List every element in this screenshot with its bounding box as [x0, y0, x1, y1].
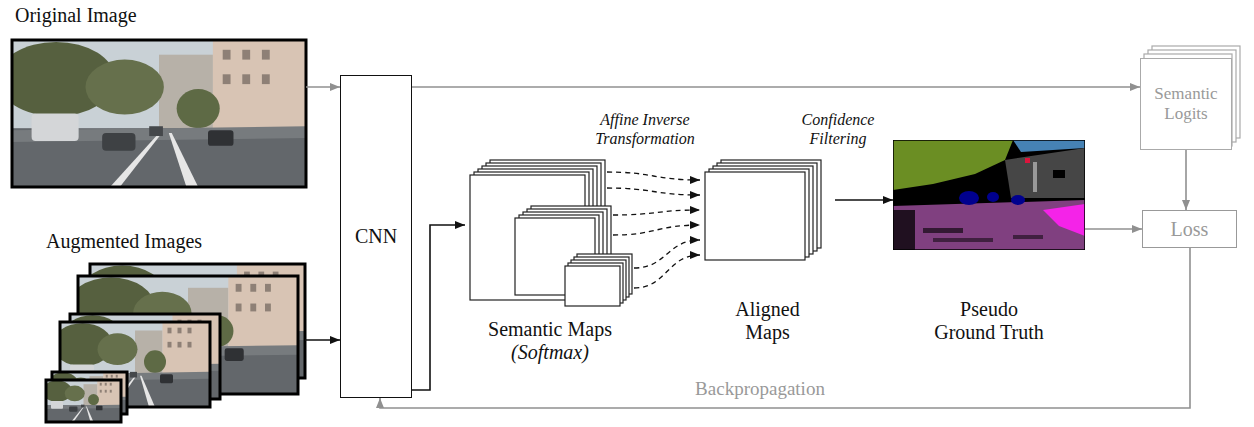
segmentation-map: [893, 140, 1085, 250]
illustration-part: [893, 140, 1013, 190]
connector-line: [835, 199, 893, 201]
illustration-part: [893, 140, 1085, 250]
illustration-part: [1053, 170, 1065, 178]
illustration-part: [565, 266, 620, 306]
connector-line: [1085, 228, 1142, 230]
aligned-map-stack: [705, 160, 821, 260]
connector-line: [607, 188, 700, 195]
connector: [412, 225, 465, 390]
image-stack: Augmented Images: [46, 262, 305, 422]
image-heading: Original Image: [15, 4, 137, 27]
node-label: CNN: [355, 225, 397, 248]
node-label: (Softmax): [511, 341, 589, 364]
illustration-part: [1005, 148, 1085, 198]
network-box: CNN: [340, 75, 412, 398]
edge-label: Backpropagation: [693, 378, 827, 401]
connector-line: [607, 172, 700, 180]
node-label: Aligned Maps: [723, 298, 813, 344]
connector: [306, 87, 340, 88]
connector: [835, 200, 893, 201]
node-label: Loss: [1171, 218, 1209, 241]
illustration-part: [46, 380, 121, 422]
map-stack: Aligned Maps: [700, 155, 835, 350]
connector-line: [306, 86, 340, 88]
illustration-part: [1033, 162, 1037, 192]
illustration-part: [933, 238, 993, 242]
loss-box: Loss: [1142, 210, 1237, 248]
illustration-part: [923, 228, 963, 233]
connector: [1085, 229, 1142, 230]
illustration-part: [893, 140, 1085, 250]
node-label: Pseudo Ground Truth: [931, 298, 1047, 344]
connector-line: [380, 248, 1190, 408]
illustration-part: [893, 210, 915, 250]
connector-line: [634, 255, 700, 288]
illustration-part: [1013, 235, 1043, 239]
connector-line: [412, 86, 1140, 88]
illustration-part: [1043, 204, 1085, 236]
illustration-part: [12, 40, 306, 187]
edge-label: Confidence Filtering: [789, 110, 888, 148]
connector: [1186, 150, 1187, 210]
connector-line: [305, 339, 340, 341]
illustration-part: [893, 200, 1085, 250]
connector-line: [613, 225, 700, 235]
connector-line: [412, 225, 465, 390]
illustration-part: [1025, 158, 1030, 163]
connector-line: [634, 240, 700, 268]
illustration-part: [987, 192, 999, 202]
illustration-part: [42, 380, 121, 422]
augmented-photos: [42, 264, 305, 422]
semantic-map-stacks: [470, 160, 632, 306]
original-photo: [0, 40, 306, 187]
connector: [380, 248, 1190, 408]
node-label: Semantic Logits: [1146, 84, 1226, 123]
connector: [607, 172, 700, 288]
segmentation-image: Pseudo Ground Truth: [893, 140, 1085, 350]
connector-line: [613, 210, 700, 215]
image-heading: Augmented Images: [46, 230, 202, 253]
illustration-part: [705, 172, 805, 260]
logits-page: Semantic Logits: [1140, 58, 1232, 150]
node-label: Semantic Maps: [488, 318, 612, 341]
illustration-part: [0, 40, 306, 187]
edge-label: Affine Inverse Transformation: [584, 110, 706, 148]
connector: [412, 87, 1140, 88]
illustration-part: [1011, 195, 1025, 205]
connector: [305, 340, 340, 341]
map-stack: Semantic Maps(Softmax): [465, 155, 635, 370]
image-frame: Original Image: [12, 40, 306, 187]
connector-line: [1185, 150, 1187, 210]
illustration-part: [959, 191, 979, 205]
